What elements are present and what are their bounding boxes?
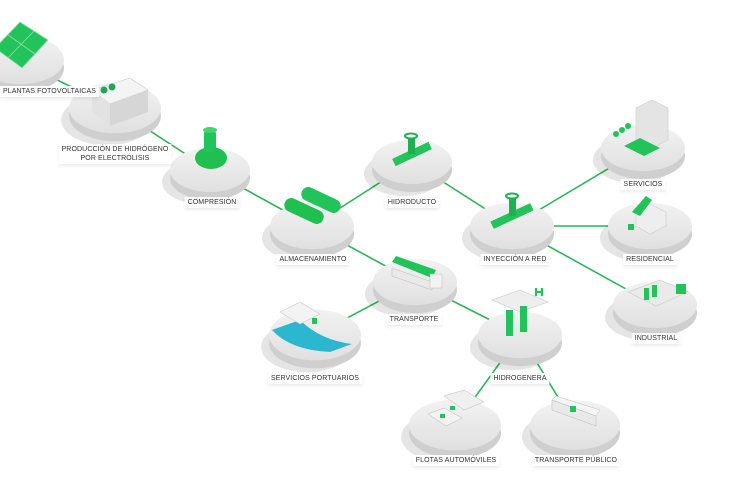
label-transport: TRANSPORTE	[386, 314, 442, 325]
label-compression: COMPRESIÓN	[184, 197, 240, 208]
label-services: SERVICIOS	[620, 179, 666, 190]
label-solar-plants: PLANTAS FOTOVOLTAICAS	[0, 86, 99, 97]
port-icon	[272, 301, 352, 352]
label-public-transport: TRANSPORTE PÚBLICO	[531, 455, 621, 466]
label-fleets: FLOTAS AUTOMÓVILES	[412, 455, 500, 466]
injection-valve-icon	[490, 192, 534, 229]
label-electrolysis-line1: PRODUCCIÓN DE HIDRÓGENO	[61, 146, 169, 153]
label-storage: ALMACENAMIENTO	[276, 254, 350, 265]
building-icon	[613, 99, 669, 156]
compressor-icon	[195, 127, 227, 169]
house-icon	[628, 196, 667, 235]
truck-icon	[391, 256, 443, 291]
cars-icon	[427, 389, 485, 427]
label-station: HIDROGENERA	[490, 373, 550, 384]
label-electrolysis: PRODUCCIÓN DE HIDRÓGENO POR ELECTRÓLISIS	[58, 144, 172, 164]
label-industrial: INDUSTRIAL	[631, 333, 681, 344]
factory-icon	[627, 279, 689, 307]
storage-tanks-icon	[284, 187, 341, 224]
valve-icon	[392, 132, 432, 167]
disc-injection	[462, 202, 554, 262]
disc-storage	[262, 202, 354, 262]
label-electrolysis-line2: POR ELECTRÓLISIS	[80, 155, 150, 162]
hydrogen-station-icon	[491, 288, 549, 336]
electrolyzer-icon	[91, 77, 149, 126]
label-residential: RESIDENCIAL	[623, 254, 677, 265]
label-pipeline: HIDRODUCTO	[384, 197, 440, 208]
bus-icon	[551, 395, 601, 427]
disc-compression	[162, 148, 250, 204]
solar-panel-icon	[0, 21, 49, 69]
label-port: SERVICIOS PORTUARIOS	[267, 373, 363, 384]
disc-pipeline	[364, 140, 452, 196]
disc-station	[470, 311, 562, 371]
label-injection: INYECCIÓN A RED	[480, 254, 550, 265]
